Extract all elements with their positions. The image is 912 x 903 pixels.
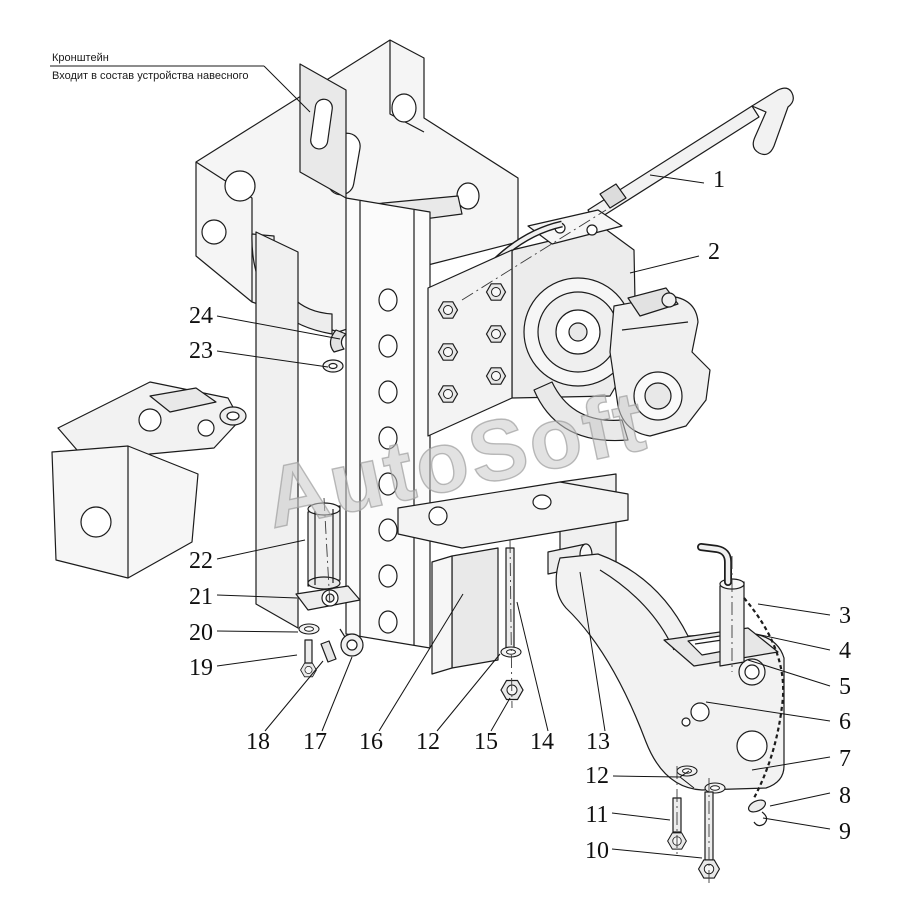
leader-line xyxy=(579,571,606,732)
callout-labels: 1 2 3 4 5 6 7 8 9 10 11 12 12 13 14 15 1… xyxy=(189,167,851,864)
annotation-bracket-note: Кронштейн Входит в состав устройства нав… xyxy=(50,52,311,113)
leader-line xyxy=(490,697,511,732)
washer xyxy=(676,765,698,777)
part-2-hitch-body xyxy=(427,209,637,442)
callout-22: 22 xyxy=(189,548,213,574)
leader-line xyxy=(611,812,671,821)
note-line-2: Входит в состав устройства навесного xyxy=(52,70,249,82)
callout-12-a: 12 xyxy=(585,763,609,789)
callout-20: 20 xyxy=(189,620,213,646)
callout-10: 10 xyxy=(585,838,609,864)
leader-line xyxy=(747,659,831,687)
leader-line xyxy=(751,756,831,771)
leader-line xyxy=(216,539,306,560)
leader-line xyxy=(216,350,329,368)
part-17-clip xyxy=(339,628,364,657)
note-line-1: Кронштейн xyxy=(52,52,109,64)
callout-9: 9 xyxy=(839,819,851,845)
part-9-chain xyxy=(743,597,785,827)
part-left-bracket xyxy=(51,381,247,579)
part-18-pin xyxy=(320,640,337,663)
bolt-head xyxy=(300,662,317,678)
leader-line xyxy=(649,174,705,184)
leader-line xyxy=(611,848,703,859)
callout-14: 14 xyxy=(530,729,554,755)
hex-bolt xyxy=(437,301,459,319)
callout-11: 11 xyxy=(585,802,608,828)
callout-1: 1 xyxy=(713,167,725,193)
callout-19: 19 xyxy=(189,655,213,681)
callout-23: 23 xyxy=(189,338,213,364)
part-22-pin xyxy=(307,502,341,590)
hex-bolt xyxy=(437,343,459,361)
callout-17: 17 xyxy=(303,729,327,755)
leader-line xyxy=(679,776,695,789)
hex-bolt xyxy=(485,325,507,343)
center-axes xyxy=(323,209,733,884)
leader-line xyxy=(216,594,298,599)
hex-bolt xyxy=(485,367,507,385)
leader-line xyxy=(216,630,299,633)
callout-3: 3 xyxy=(839,603,851,629)
callout-7: 7 xyxy=(839,746,851,772)
leader-line xyxy=(216,315,341,340)
note-leader xyxy=(263,65,311,113)
hex-bolt xyxy=(485,283,507,301)
leader-line xyxy=(436,653,501,732)
hex-bolt xyxy=(437,385,459,403)
leader-line xyxy=(629,255,700,274)
callout-24: 24 xyxy=(189,303,213,329)
leader-line xyxy=(321,656,353,732)
callout-8: 8 xyxy=(839,783,851,809)
leader-line xyxy=(757,603,831,616)
leader-line xyxy=(264,660,324,732)
callout-18: 18 xyxy=(246,729,270,755)
callout-16: 16 xyxy=(359,729,383,755)
leader-line xyxy=(762,817,831,830)
callout-5: 5 xyxy=(839,674,851,700)
part-21-plate xyxy=(295,585,361,611)
callout-13: 13 xyxy=(586,729,610,755)
leader-line xyxy=(705,701,831,722)
part-24-clip xyxy=(329,329,347,353)
part-20-washer xyxy=(298,623,320,635)
callout-12-b: 12 xyxy=(416,729,440,755)
leader-line xyxy=(516,601,549,732)
leader-line xyxy=(769,792,831,807)
part-hook-assembly xyxy=(609,287,711,437)
washer xyxy=(298,623,320,635)
part-1-handle-rod xyxy=(587,87,794,222)
callout-6: 6 xyxy=(839,709,851,735)
leader-line xyxy=(378,593,464,732)
leader-line xyxy=(216,654,298,667)
leader-lines xyxy=(216,174,831,859)
callout-4: 4 xyxy=(839,638,851,664)
callout-2: 2 xyxy=(708,239,720,265)
callout-15: 15 xyxy=(474,729,498,755)
leader-line xyxy=(755,633,831,651)
part-23-ring xyxy=(322,359,344,373)
callout-21: 21 xyxy=(189,584,213,610)
part-19-bolt xyxy=(300,639,317,678)
